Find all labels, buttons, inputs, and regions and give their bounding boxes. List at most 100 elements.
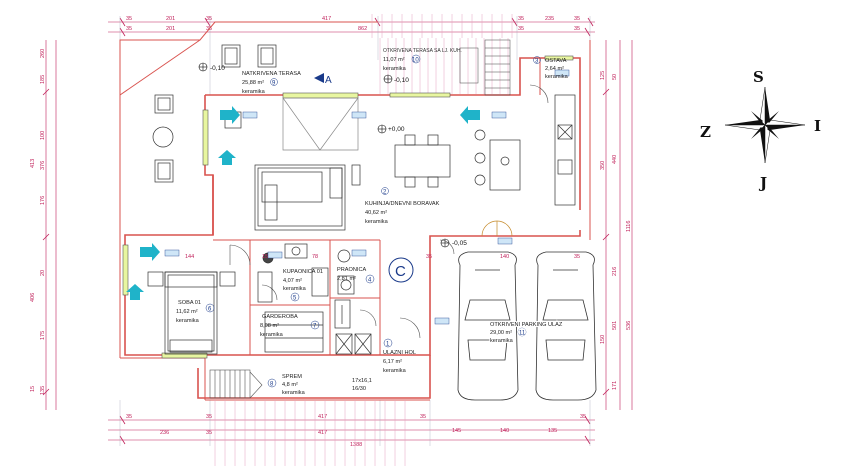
- room-label-hall: 1 ULAZNI HOL 6,17 m² keramika: [383, 338, 416, 374]
- terrace-stairs: [459, 39, 511, 96]
- dim-bot-1: 35: [126, 414, 132, 420]
- room-finish: keramika: [283, 286, 307, 292]
- dim-left-6: 20: [40, 270, 46, 276]
- dim-bot-8: 35: [580, 414, 586, 420]
- dim-bot-total: 1388: [350, 442, 362, 448]
- section-a-label: A: [325, 75, 332, 86]
- room-area: 11,07 m²: [383, 57, 405, 63]
- room-name: ULAZNI HOL: [383, 350, 416, 356]
- room-label-parking: OTKRIVENI PARKING ULAZ 29,00 m² 11 keram…: [489, 321, 564, 345]
- dim-top2-2: 201: [166, 26, 175, 32]
- room-number: 8: [270, 382, 274, 388]
- room-number: 1: [386, 342, 390, 348]
- room-number: 6: [208, 307, 212, 313]
- dim-top-6: 235: [545, 16, 554, 22]
- dim-bot2-1: 236: [160, 430, 169, 436]
- room-area: 6,17 m²: [383, 359, 402, 365]
- dim-right-5: 216: [612, 267, 618, 276]
- dim-top-7: 35: [574, 16, 580, 22]
- dim-right-4: 440: [612, 155, 618, 164]
- section-mark-a: A: [314, 73, 332, 86]
- room-area: 40,62 m²: [365, 210, 387, 216]
- room-label-living: 2 KUHINJA/DNEVNI BORAVAK 40,62 m² kerami…: [365, 187, 440, 225]
- walls: [124, 57, 581, 399]
- parking-cars: [457, 251, 597, 401]
- living-furniture: [254, 94, 576, 231]
- dim-right-2: 50: [612, 74, 618, 80]
- arrow-up-icon: [218, 150, 236, 165]
- dim-inner-3: 78: [312, 254, 318, 260]
- dim-left2-3: 15: [30, 386, 36, 392]
- room-label-bedroom: SOBA 01 11,62 m² 6 keramika: [176, 300, 215, 324]
- room-area: 25,88 m²: [242, 80, 264, 86]
- dim-right-6: 150: [600, 335, 606, 344]
- dim-left2-2: 406: [30, 293, 36, 302]
- section-c-label: C: [395, 263, 406, 280]
- access-arrows: [126, 106, 480, 300]
- room-name: GARDEROBA: [262, 314, 298, 320]
- dim-top2-6: 35: [574, 26, 580, 32]
- room-area: 29,00 m²: [490, 330, 512, 336]
- dim-bot-4: 35: [420, 414, 426, 420]
- room-area: 4,07 m²: [283, 278, 302, 284]
- room-name: OTKRIVENA TERASA SA LJ. KUH.: [383, 48, 462, 54]
- room-area: 8,08 m²: [260, 323, 279, 329]
- level-terrace: -0,10: [210, 65, 225, 72]
- dims-right: 125 50 350 440 216 150 501 171 1116 536: [600, 71, 632, 390]
- stair-note-line1: 17x16,1: [352, 378, 372, 384]
- dim-left-4: 376: [40, 161, 46, 170]
- room-name: NATKRIVENA TERASA: [242, 71, 301, 77]
- dims-left: 260 185 100 376 176 20 175 135 413 406 1…: [30, 49, 46, 395]
- room-finish: keramika: [365, 219, 389, 225]
- dimension-lines: [42, 16, 633, 446]
- arrow-left-icon: [460, 106, 480, 124]
- dim-bot-5: 145: [452, 428, 461, 434]
- compass-west: Z: [700, 123, 711, 141]
- room-area: 4,8 m²: [282, 382, 298, 388]
- dim-right-7: 501: [612, 321, 618, 330]
- room-number: 9: [272, 81, 276, 87]
- dim-inner-2: 15: [262, 254, 268, 260]
- dim-left-2: 185: [40, 75, 46, 84]
- dim-left-5: 176: [40, 196, 46, 205]
- room-area: 2,81 m²: [337, 276, 356, 282]
- dim-top-3: 35: [206, 16, 212, 22]
- room-label-wardrobe: GARDEROBA 8,08 m² 7 keramika: [260, 314, 320, 338]
- room-name: PRAONICA: [337, 267, 366, 273]
- compass-east: I: [814, 117, 821, 135]
- dim-right-3: 350: [600, 161, 606, 170]
- dim-inner-4: 35: [426, 254, 432, 260]
- dim-inner-1: 144: [185, 254, 194, 260]
- terrace-hatching: [214, 14, 513, 466]
- room-number: 10: [412, 58, 419, 64]
- kitchen-door: [481, 220, 513, 237]
- dim-right-1: 125: [600, 71, 606, 80]
- room-finish: keramika: [383, 368, 407, 374]
- dim-bot2-2: 35: [206, 430, 212, 436]
- dim-right-8: 171: [612, 381, 618, 390]
- stair-note: 17x16,1 16/30: [352, 378, 372, 392]
- arrow-right-icon: [140, 243, 160, 261]
- dim-bot-3: 417: [318, 414, 327, 420]
- arrow-up-icon: [126, 284, 144, 300]
- room-finish: keramika: [490, 338, 514, 344]
- room-number: 5: [293, 296, 297, 302]
- dim-top2-1: 35: [126, 26, 132, 32]
- dim-bot-6: 140: [500, 428, 509, 434]
- room-label-storage: 3 OSTAVA 2,64 m² keramika: [533, 56, 569, 80]
- room-label-storage-stairs: 8 SPREM 4,8 m² keramika: [267, 374, 306, 396]
- level-kitchen: +0,00: [388, 126, 405, 133]
- room-label-terrace: NATKRIVENA TERASA 25,88 m² 9 keramika: [242, 71, 301, 95]
- room-finish: keramika: [545, 74, 569, 80]
- dim-left-7: 175: [40, 331, 46, 340]
- bedroom-furniture: [147, 271, 236, 355]
- room-name: KUHINJA/DNEVNI BORAVAK: [365, 201, 440, 207]
- dim-left-1: 260: [40, 49, 46, 58]
- room-number: 11: [519, 331, 526, 337]
- dim-inner-5: 140: [500, 254, 509, 260]
- dim-right2-1: 1116: [626, 221, 632, 232]
- room-name: OTKRIVENI PARKING ULAZ: [490, 322, 563, 328]
- compass-south: J: [758, 174, 767, 192]
- room-finish: keramika: [176, 318, 200, 324]
- dim-right2-2: 536: [626, 321, 632, 330]
